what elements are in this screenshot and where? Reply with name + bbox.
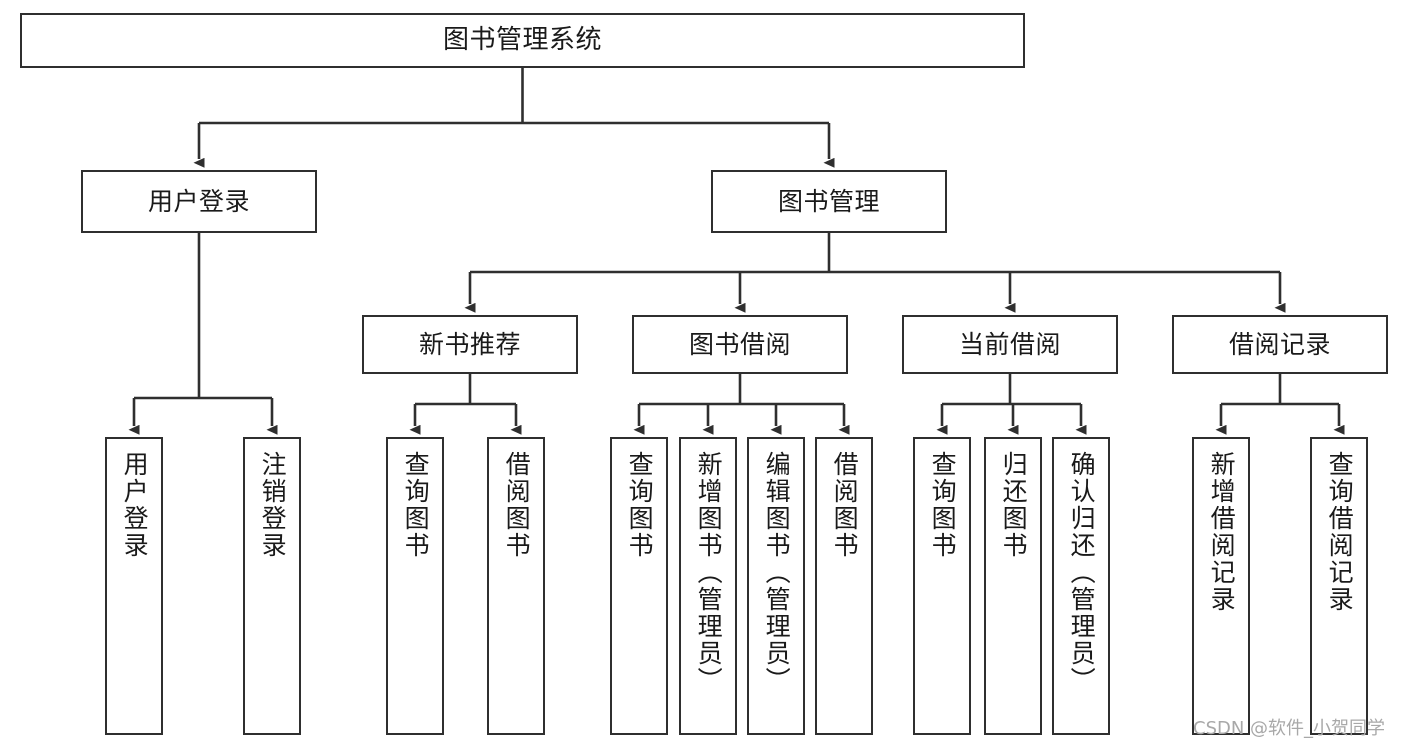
node-leaf-borrow-4[interactable]: 借阅图书 [815, 437, 873, 735]
node-root[interactable]: 图书管理系统 [20, 13, 1025, 68]
node-borrow[interactable]: 图书借阅 [632, 315, 848, 374]
node-label-leaf-borrow-1: 查询图书 [625, 451, 655, 559]
node-label-leaf-records-1: 新增借阅记录 [1207, 451, 1237, 613]
node-label-leaf-newrec-1: 查询图书 [401, 451, 431, 559]
node-leaf-login-1[interactable]: 用户登录 [105, 437, 163, 735]
node-label-records: 借阅记录 [1228, 329, 1331, 359]
node-label-leaf-current-2: 归还图书 [999, 451, 1029, 559]
node-records[interactable]: 借阅记录 [1172, 315, 1388, 374]
node-label-bookmgr: 图书管理 [777, 186, 880, 216]
node-leaf-borrow-3[interactable]: 编辑图书（管理员） [747, 437, 805, 735]
node-leaf-current-2[interactable]: 归还图书 [984, 437, 1042, 735]
node-leaf-current-1[interactable]: 查询图书 [913, 437, 971, 735]
node-label-leaf-borrow-4: 借阅图书 [830, 451, 860, 559]
node-label-leaf-login-1: 用户登录 [120, 451, 150, 559]
node-label-leaf-records-2: 查询借阅记录 [1325, 451, 1355, 613]
node-leaf-newrec-2[interactable]: 借阅图书 [487, 437, 545, 735]
node-label-current: 当前借阅 [958, 329, 1061, 359]
node-leaf-records-1[interactable]: 新增借阅记录 [1192, 437, 1250, 735]
node-newrec[interactable]: 新书推荐 [362, 315, 578, 374]
node-label-leaf-current-3: 确认归还（管理员） [1067, 451, 1097, 694]
node-leaf-borrow-2[interactable]: 新增图书（管理员） [679, 437, 737, 735]
watermark: CSDN @软件_小贺同学 [1193, 718, 1386, 739]
node-label-leaf-login-2: 注销登录 [258, 451, 288, 559]
node-label-leaf-borrow-3: 编辑图书（管理员） [762, 451, 792, 694]
node-leaf-login-2[interactable]: 注销登录 [243, 437, 301, 735]
node-current[interactable]: 当前借阅 [902, 315, 1118, 374]
node-leaf-borrow-1[interactable]: 查询图书 [610, 437, 668, 735]
node-bookmgr[interactable]: 图书管理 [711, 170, 947, 233]
node-leaf-newrec-1[interactable]: 查询图书 [386, 437, 444, 735]
node-leaf-records-2[interactable]: 查询借阅记录 [1310, 437, 1368, 735]
node-label-leaf-current-1: 查询图书 [928, 451, 958, 559]
node-label-borrow: 图书借阅 [688, 329, 791, 359]
node-label-login: 用户登录 [147, 186, 250, 216]
node-label-root: 图书管理系统 [442, 25, 602, 56]
node-label-leaf-newrec-2: 借阅图书 [502, 451, 532, 559]
node-label-leaf-borrow-2: 新增图书（管理员） [694, 451, 724, 694]
node-login[interactable]: 用户登录 [81, 170, 317, 233]
node-label-newrec: 新书推荐 [418, 329, 521, 359]
node-leaf-current-3[interactable]: 确认归还（管理员） [1052, 437, 1110, 735]
